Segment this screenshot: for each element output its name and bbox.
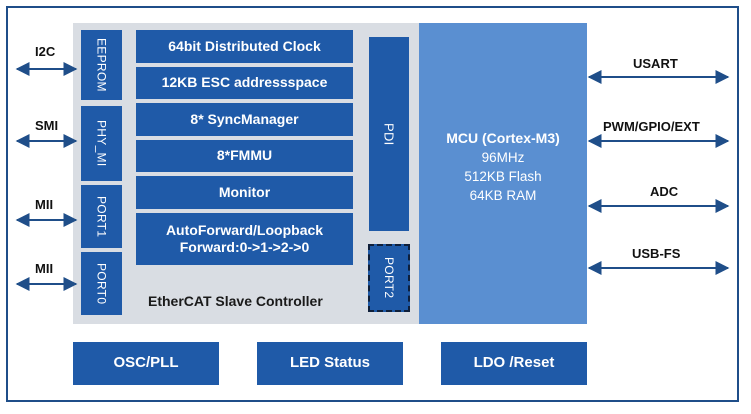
mcu-ram: 64KB RAM [469,188,537,203]
usart-label: USART [633,56,678,71]
phy-mi-block: PHY_MI [81,106,122,181]
monitor-block: Monitor [136,176,353,209]
port2-block: PORT2 [368,244,410,312]
mii-label-port1: MII [35,197,54,212]
esc-addressspace-block: 12KB ESC addressspace [136,67,353,99]
i2c-label: I2C [35,44,56,59]
mii-label-port0: MII [35,261,54,276]
pdi-block: PDI [369,37,409,231]
ldo-reset-block: LDO /Reset [441,342,587,385]
eeprom-block: EEPROM [81,30,122,100]
port0-label: PORT0 [94,262,109,305]
pwm-gpio-ext-label: PWM/GPIO/EXT [603,119,700,134]
fmmu-block: 8*FMMU [136,140,353,172]
mcu-title: MCU (Cortex-M3) [446,130,560,146]
adc-label: ADC [650,184,679,199]
syncmanager-block: 8* SyncManager [136,103,353,136]
smi-label: SMI [35,118,59,133]
autoforward-loopback-block: AutoForward/Loopback Forward:0->1->2->0 [136,213,353,265]
mcu-clock: 96MHz [481,150,525,165]
distributed-clock-block: 64bit Distributed Clock [136,30,353,63]
port2-label: PORT2 [382,257,396,299]
port1-block: PORT1 [81,185,122,248]
mcu-info: MCU (Cortex-M3) 96MHz 512KB Flash 64KB R… [419,130,587,205]
port0-block: PORT0 [81,252,122,315]
mcu-flash: 512KB Flash [464,169,542,184]
eeprom-label: EEPROM [94,38,109,92]
usb-fs-label: USB-FS [632,246,681,261]
phy-mi-label: PHY_MI [94,120,109,167]
osc-pll-block: OSC/PLL [73,342,219,385]
port1-label: PORT1 [94,195,109,238]
led-status-block: LED Status [257,342,403,385]
esc-title: EtherCAT Slave Controller [148,293,323,309]
pdi-label: PDI [381,122,397,146]
mcu-region [419,23,587,324]
